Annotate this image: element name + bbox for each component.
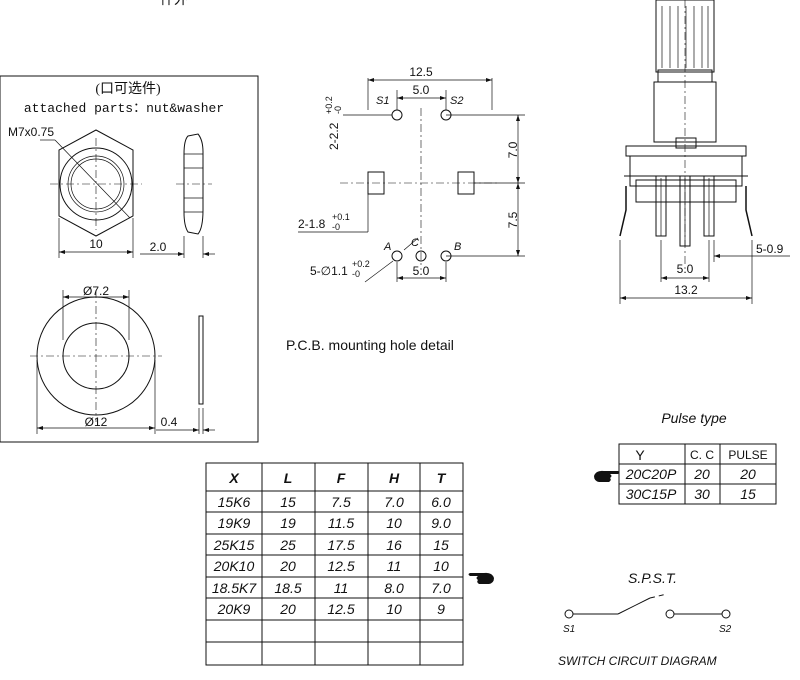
table-cell: 19K9 — [218, 515, 251, 531]
washer-inner-label: Ø7.2 — [83, 284, 109, 298]
washer-outer-label: Ø12 — [85, 415, 108, 429]
side-body-width-label: 13.2 — [674, 283, 698, 297]
switch-s2-label: S2 — [719, 624, 732, 635]
pcb-s1-label: S1 — [376, 95, 389, 107]
pcb-abc-spacing-label: 5.0 — [413, 264, 430, 278]
table-cell: 7.0 — [431, 580, 451, 596]
table-cell: 16 — [386, 537, 402, 553]
washer-thickness-label: 0.4 — [161, 415, 178, 429]
table-cell: 12.5 — [327, 601, 354, 617]
pulse-cell: 20 — [739, 466, 756, 482]
table-cell: 7.5 — [331, 494, 351, 510]
pcb-s-spacing-label: 5.0 — [413, 83, 430, 97]
washer-drawing — [30, 290, 162, 434]
pointing-hand-icon — [468, 572, 494, 584]
pcb-width-label: 12.5 — [409, 65, 433, 79]
accessory-title-cn: (口可选件) — [95, 81, 161, 97]
pcb-switch-holes-label: 2-2.2 — [327, 122, 341, 150]
table-header-h: H — [389, 470, 400, 486]
pulse-cell: 15 — [740, 486, 756, 502]
pulse-header-y: Y — [635, 447, 645, 463]
table-cell: 18.5K7 — [212, 580, 258, 596]
table-cell: 20K10 — [213, 558, 255, 574]
pulse-cell: 30C15P — [626, 486, 677, 502]
table-cell: 18.5 — [274, 580, 301, 596]
table-cell: 12.5 — [327, 558, 354, 574]
table-header-x: X — [228, 470, 240, 486]
pcb-detail: 12.5 5.0 S1 S2 7.0 7.5 2-2.2 +0 — [286, 65, 525, 353]
pcb-mount-holes-tol-plus: +0.1 — [332, 212, 350, 222]
table-header-f: F — [337, 470, 346, 486]
switch-diagram: S.P.S.T. S1 S2 SWITCH CIRCUIT DIAGRAM — [558, 570, 732, 668]
pcb-mount-holes-tol-minus: -0 — [332, 222, 340, 232]
table-cell: 10 — [433, 558, 449, 574]
table-cell: 17.5 — [327, 537, 354, 553]
switch-title: S.P.S.T. — [628, 570, 677, 586]
table-cell: 8.0 — [384, 580, 404, 596]
pulse-cell: 30 — [694, 486, 710, 502]
pcb-pin-holes-tol-minus: -0 — [352, 269, 360, 279]
table-header-l: L — [284, 470, 293, 486]
switch-caption: SWITCH CIRCUIT DIAGRAM — [558, 654, 717, 668]
accessory-title-en: attached parts：nut&washer — [24, 101, 224, 116]
table-cell: 6.0 — [431, 494, 451, 510]
nut-thread-label: M7x0.75 — [8, 125, 54, 139]
table-cell: 9.0 — [431, 515, 451, 531]
pcb-switch-holes-tol-plus: +0.2 — [324, 96, 334, 114]
table-cell: 25K15 — [213, 537, 255, 553]
washer-side-drawing — [156, 315, 215, 434]
table-cell: 15 — [280, 494, 296, 510]
pulse-cell: 20C20P — [625, 466, 677, 482]
pcb-top-dim-label: 7.0 — [506, 141, 520, 158]
table-cell: 20 — [279, 558, 296, 574]
table-cell: 7.0 — [384, 494, 404, 510]
accessory-panel: (口可选件) attached parts：nut&washer M7x0.75… — [0, 75, 259, 443]
table-cell: 15 — [433, 537, 449, 553]
pulse-table: Pulse type Y C. C PULSE 20C20P 20 20 30C… — [594, 410, 777, 505]
pcb-pin-holes-tol-plus: +0.2 — [352, 259, 370, 269]
pcb-pin-holes-label: 5-∅1.1 — [310, 264, 348, 278]
pcb-caption: P.C.B. mounting hole detail — [286, 337, 454, 353]
pcb-pin-a-label: A — [383, 241, 391, 253]
switch-terminal-s2 — [721, 609, 731, 619]
table-header-t: T — [437, 470, 447, 486]
table-cell: 10 — [386, 515, 402, 531]
pcb-bottom-dim-label: 7.5 — [506, 211, 520, 228]
pointing-hand-icon — [594, 470, 620, 482]
pcb-mount-holes-label: 2-1.8 — [298, 217, 326, 231]
table-cell: 11 — [334, 580, 349, 596]
pulse-header-cc: C. C — [690, 448, 714, 462]
switch-terminal-s1 — [564, 609, 574, 619]
dimension-table: X L F H T 15K6 15 7.5 7.0 6.0 19K9 19 11… — [205, 462, 494, 666]
pulse-title: Pulse type — [661, 410, 727, 426]
switch-s1-label: S1 — [563, 624, 575, 635]
pulse-cell: 20 — [693, 466, 710, 482]
table-cell: 20K9 — [217, 601, 251, 617]
table-cell: 20 — [279, 601, 296, 617]
pulse-header-pulse: PULSE — [728, 448, 767, 462]
header-fragment: 件外 — [160, 0, 188, 8]
table-cell: 9 — [437, 601, 445, 617]
side-pin-width-label: 5-0.9 — [756, 242, 784, 256]
table-cell: 11.5 — [328, 515, 354, 531]
table-cell: 15K6 — [218, 494, 251, 510]
table-cell: 19 — [280, 515, 296, 531]
table-cell: 25 — [279, 537, 296, 553]
table-cell: 11 — [387, 558, 402, 574]
nut-width-label: 10 — [89, 237, 103, 251]
nut-thickness-label: 2.0 — [150, 240, 167, 254]
pcb-switch-holes-tol-minus: -0 — [333, 106, 343, 114]
pcb-pin-b-label: B — [454, 241, 461, 253]
switch-terminal-mid — [665, 609, 675, 619]
nut-drawing — [40, 129, 142, 258]
nut-side-drawing — [140, 133, 215, 258]
encoder-side-view: 5-0.9 5.0 13.2 — [619, 0, 790, 304]
pcb-pin-c-label: C — [411, 237, 419, 249]
switch-blade — [617, 597, 651, 615]
side-pin-pitch-label: 5.0 — [677, 262, 694, 276]
accessory-frame — [0, 75, 259, 443]
pcb-s2-label: S2 — [450, 95, 463, 107]
table-cell: 10 — [386, 601, 402, 617]
